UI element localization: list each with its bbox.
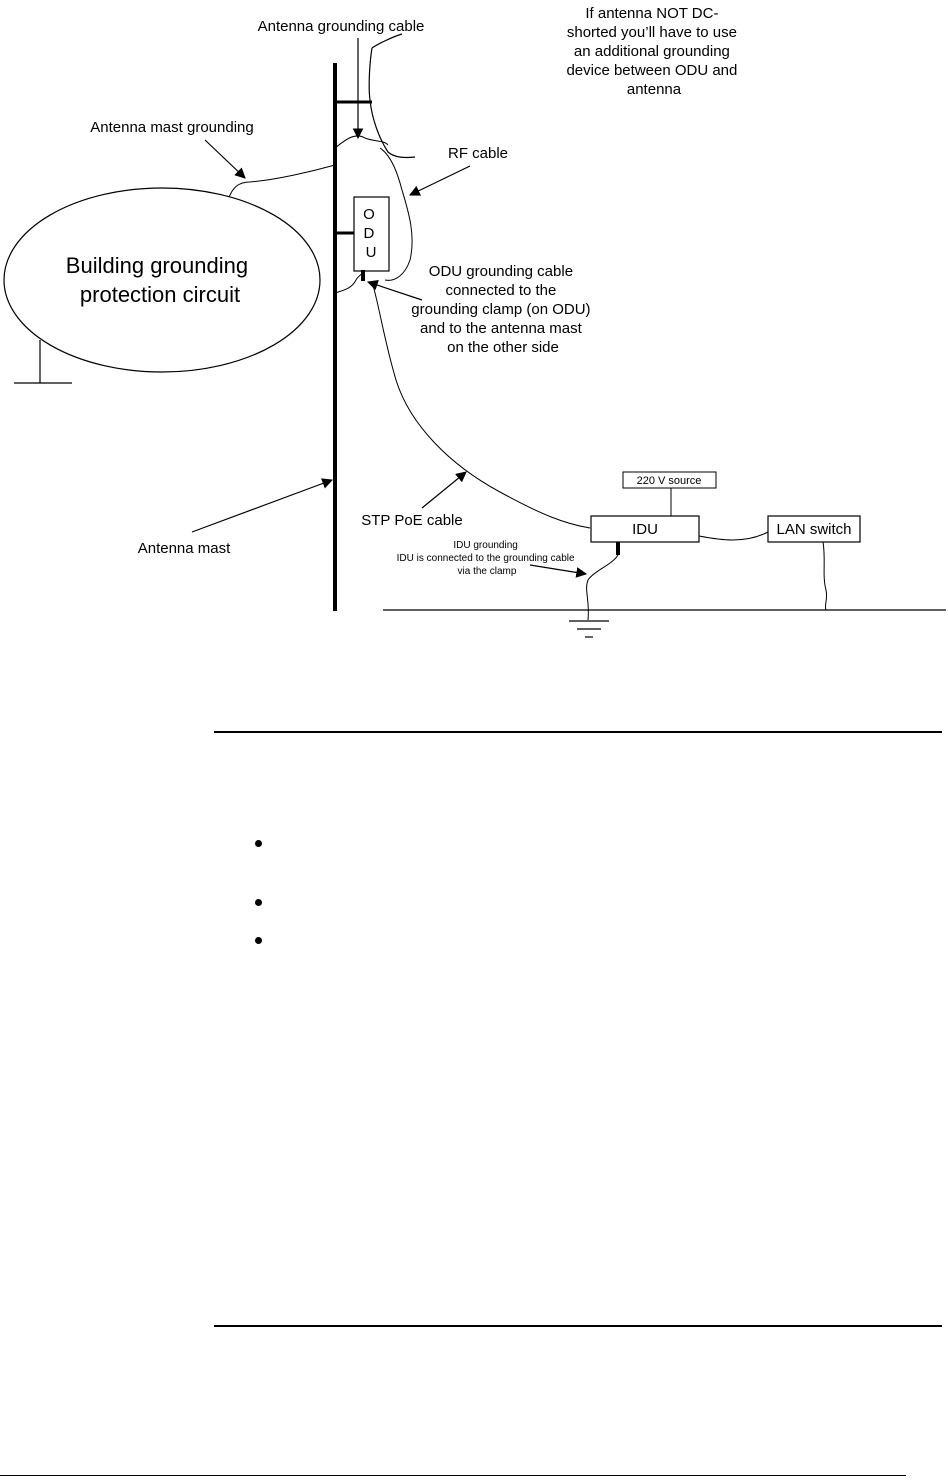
odu-grounding-label: ODU grounding cable connected to the gro… [411, 263, 594, 356]
ground-symbol [569, 620, 609, 638]
idu-grounding-cable [586, 554, 619, 621]
lan-switch-box [767, 515, 861, 543]
odu-grounding-arrow [366, 279, 423, 301]
bullet-3 [255, 937, 262, 944]
antenna-mast-grounding-label: Antenna mast grounding [90, 119, 253, 136]
rf-cable-label: RF cable [448, 145, 508, 162]
antenna-mast-label: Antenna mast [138, 540, 231, 557]
power-source-box [622, 471, 717, 489]
mast-grounding-arrow [204, 139, 246, 179]
stp-poe-cable [371, 281, 591, 529]
antenna-dish [368, 47, 416, 159]
rf-cable [379, 147, 413, 281]
antenna-grounding-cable-label: Antenna grounding cable [258, 18, 425, 35]
stp-poe-arrow [421, 471, 467, 509]
antenna-grounding-cable [334, 135, 389, 149]
mast-grounding-cable [227, 164, 336, 201]
odu-box [353, 196, 390, 272]
building-grounding-ellipse [3, 187, 321, 373]
rf-cable-arrow [409, 165, 471, 196]
lan-switch-label: LAN switch [776, 521, 851, 538]
antenna-mast-arrow [191, 478, 334, 533]
idu-box [590, 515, 700, 543]
odu-clamp [361, 270, 365, 281]
idu-lan-cable [698, 531, 769, 541]
building-grounding-label: Building grounding protection circuit [66, 253, 254, 307]
section-rule-top [214, 731, 942, 733]
footer-rule [0, 1475, 906, 1476]
grounding-diagram: Antenna grounding cable If antenna NOT D… [3, 5, 946, 638]
idu-label: IDU [632, 521, 658, 538]
lan-ground-cable [822, 541, 828, 611]
idu-grounding-arrow [529, 564, 588, 578]
odu-label: O D U [363, 206, 379, 261]
power-source-label: 220 V source [637, 475, 702, 487]
idu-clamp [616, 542, 620, 555]
idu-grounding-label: IDU grounding IDU is connected to the gr… [397, 540, 578, 577]
bullet-2 [255, 899, 262, 906]
bullet-1 [255, 840, 262, 847]
not-dc-note: If antenna NOT DC- shorted you’ll have t… [566, 5, 741, 98]
odu-grounding-cable [334, 271, 365, 294]
antenna-dish-top [371, 33, 403, 49]
section-rule-bottom [214, 1325, 942, 1327]
stp-poe-cable-label: STP PoE cable [361, 512, 462, 529]
